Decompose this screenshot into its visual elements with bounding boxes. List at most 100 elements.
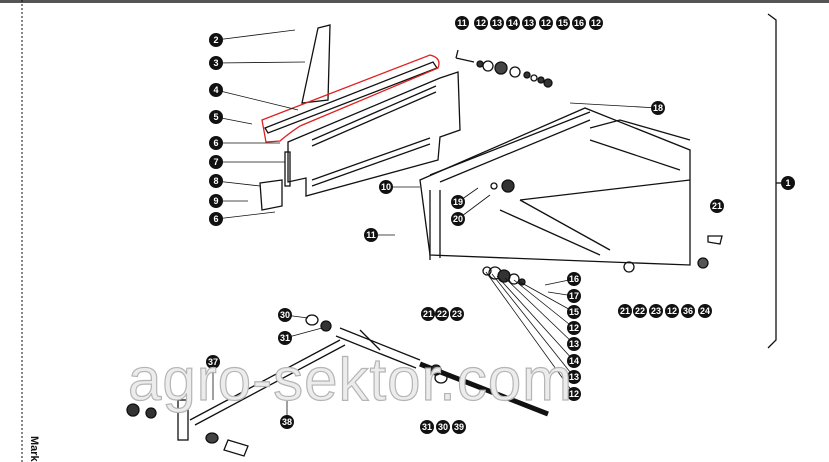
callout-13: 13 bbox=[490, 16, 504, 30]
callout-badge bbox=[567, 370, 581, 384]
callout-31: 31 bbox=[420, 420, 434, 434]
highlight-outline bbox=[261, 54, 440, 143]
group-bracket bbox=[767, 13, 777, 349]
callout-badge bbox=[681, 304, 695, 318]
triangle-plate bbox=[301, 24, 331, 104]
leader-line bbox=[519, 281, 575, 313]
callout-number: 15 bbox=[569, 307, 579, 317]
callout-number: 30 bbox=[280, 310, 290, 320]
callout-number: 12 bbox=[476, 18, 486, 28]
cross-tube bbox=[335, 327, 421, 369]
callout-10: 10 bbox=[379, 180, 420, 194]
callout-13: 13 bbox=[504, 277, 581, 351]
callout-number: 39 bbox=[454, 422, 464, 432]
callout-8: 8 bbox=[209, 174, 261, 188]
callout-9: 9 bbox=[209, 194, 248, 208]
callout-12: 12 bbox=[485, 271, 581, 401]
callout-badge bbox=[567, 305, 581, 319]
callout-31: 31 bbox=[278, 327, 323, 345]
callout-number: 1 bbox=[785, 178, 790, 188]
callout-number: 12 bbox=[569, 323, 579, 333]
callout-16: 16 bbox=[544, 272, 581, 286]
callout-number: 21 bbox=[712, 201, 722, 211]
callout-badge bbox=[209, 194, 223, 208]
callout-number: 31 bbox=[422, 422, 432, 432]
leader-line bbox=[215, 61, 306, 64]
callout-badge bbox=[379, 180, 393, 194]
callout-badge bbox=[209, 155, 223, 169]
callout-badge bbox=[665, 304, 679, 318]
callout-12: 12 bbox=[589, 16, 603, 30]
callout-number: 23 bbox=[651, 306, 661, 316]
callout-number: 12 bbox=[541, 18, 551, 28]
callout-4: 4 bbox=[209, 83, 299, 111]
callout-21: 21 bbox=[421, 307, 435, 321]
callout-36: 36 bbox=[681, 304, 695, 318]
callout-badge bbox=[618, 304, 632, 318]
leader-line bbox=[215, 29, 296, 41]
callout-badge bbox=[436, 420, 450, 434]
callout-badge bbox=[451, 212, 465, 226]
callout-badge bbox=[209, 136, 223, 150]
watermark: agro-sektor.com bbox=[127, 345, 574, 413]
callout-badge bbox=[567, 272, 581, 286]
callout-number: 16 bbox=[574, 18, 584, 28]
callout-23: 23 bbox=[649, 304, 663, 318]
callout-badge bbox=[209, 56, 223, 70]
callout-badge bbox=[209, 33, 223, 47]
callout-number: 13 bbox=[569, 372, 579, 382]
callout-badge bbox=[209, 174, 223, 188]
callout-number: 21 bbox=[620, 306, 630, 316]
callout-39: 39 bbox=[452, 420, 466, 434]
callout-2: 2 bbox=[209, 29, 296, 47]
callout-badge bbox=[209, 110, 223, 124]
callout-number: 17 bbox=[569, 291, 579, 301]
drawbar bbox=[189, 339, 346, 426]
callout-badge bbox=[572, 16, 586, 30]
callout-11: 11 bbox=[455, 16, 469, 30]
callout-19: 19 bbox=[451, 187, 479, 209]
leader-line bbox=[215, 211, 276, 220]
callout-15: 15 bbox=[519, 281, 581, 319]
callout-badge bbox=[278, 331, 292, 345]
callout-badge bbox=[506, 16, 520, 30]
callout-number: 11 bbox=[457, 18, 467, 28]
callout-badge bbox=[435, 307, 449, 321]
callout-6: 6 bbox=[209, 136, 280, 150]
callout-number: 22 bbox=[635, 306, 645, 316]
callout-number: 11 bbox=[366, 230, 376, 240]
callout-number: 22 bbox=[437, 309, 447, 319]
callout-30: 30 bbox=[278, 308, 309, 322]
line-art bbox=[21, 0, 784, 462]
callout-13: 13 bbox=[522, 16, 536, 30]
frame bbox=[419, 107, 691, 266]
callout-12: 12 bbox=[513, 279, 581, 335]
leader-line bbox=[513, 279, 575, 329]
callout-number: 14 bbox=[508, 18, 518, 28]
callout-badge bbox=[452, 420, 466, 434]
callout-number: 19 bbox=[453, 197, 463, 207]
callout-badge bbox=[522, 16, 536, 30]
leader-line bbox=[569, 102, 659, 109]
callout-6: 6 bbox=[209, 211, 276, 226]
callout-15: 15 bbox=[556, 16, 570, 30]
callout-22: 22 bbox=[633, 304, 647, 318]
leader-line bbox=[496, 275, 575, 362]
callout-badge bbox=[539, 16, 553, 30]
side-panel bbox=[287, 71, 461, 197]
callout-number: 18 bbox=[653, 103, 663, 113]
callout-14: 14 bbox=[506, 16, 520, 30]
callout-38: 38 bbox=[280, 398, 294, 429]
callout-18: 18 bbox=[569, 101, 665, 115]
callout-badge bbox=[567, 289, 581, 303]
callout-badge bbox=[451, 195, 465, 209]
side-caption: Mark bbox=[28, 436, 40, 462]
callout-number: 23 bbox=[452, 309, 462, 319]
callout-17: 17 bbox=[547, 289, 581, 303]
callout-badge bbox=[567, 387, 581, 401]
callout-badge bbox=[710, 199, 724, 213]
callout-number: 10 bbox=[381, 182, 391, 192]
callout-badge bbox=[278, 308, 292, 322]
leader-line bbox=[491, 273, 575, 378]
callout-badge bbox=[649, 304, 663, 318]
